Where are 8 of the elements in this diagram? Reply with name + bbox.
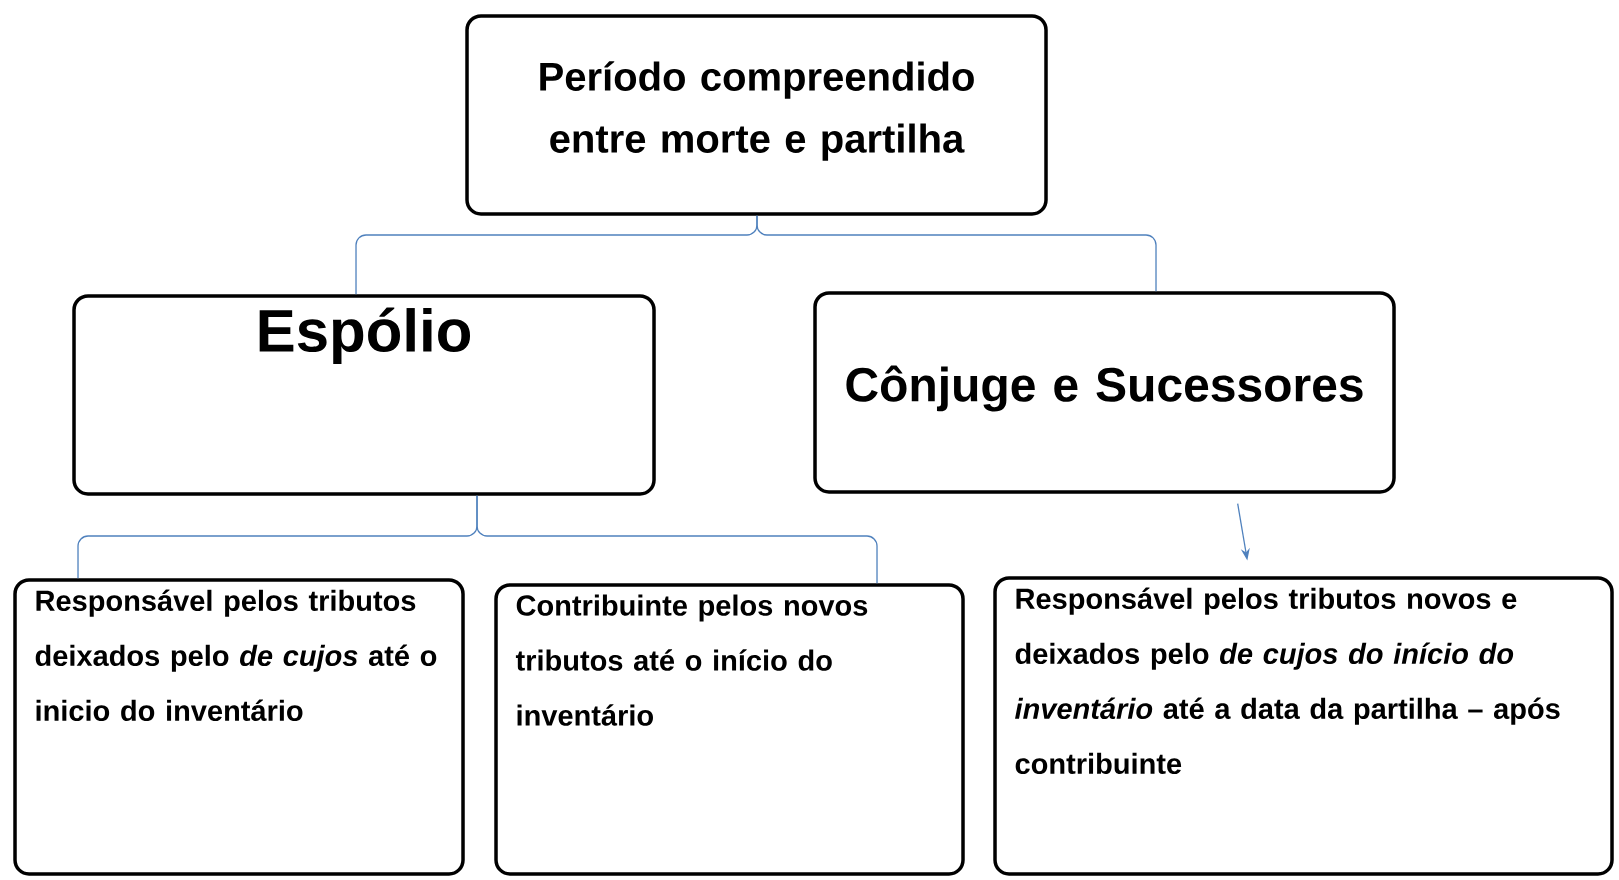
text-box: Responsável pelos tributos deixados pelo de cujos até o inicio do inventário [13,578,465,876]
brace-connector [476,495,878,584]
brace-connector [756,215,1157,292]
text-box: Cônjuge e Sucessores [813,291,1396,494]
text-box: Espólio [72,294,656,496]
text-box: Período compreendido entre morte e partilha [465,14,1048,216]
text-box: Contribuinte pelos novos tributos até o início do inventário [494,583,965,876]
text-box: Responsável pelos tributos novos e deixados pelo de cujos do início do inventário até a data da partilha – após contribuinte [993,576,1614,876]
